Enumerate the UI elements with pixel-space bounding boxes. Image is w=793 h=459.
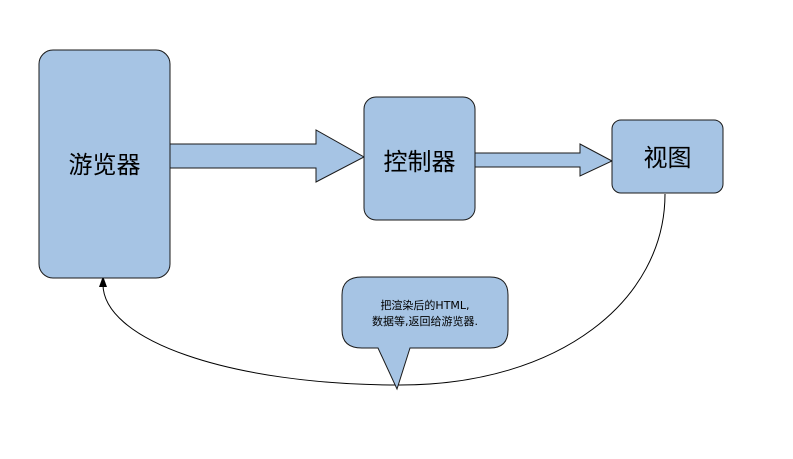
callout-text-line1: 把渲染后的HTML, <box>380 298 469 312</box>
callout-bubble-shape <box>341 276 509 391</box>
callout-bubble: 把渲染后的HTML, 数据等,返回给游览器. <box>341 276 509 391</box>
node-view: 视图 <box>611 119 724 194</box>
return-arrowhead <box>99 276 107 287</box>
node-browser-label: 游览器 <box>69 151 141 179</box>
node-view-label: 视图 <box>644 144 692 172</box>
arrow-controller-to-view <box>474 143 614 177</box>
return-flow-connector <box>102 193 666 386</box>
callout-text-line2: 数据等,返回给游览器. <box>372 314 478 328</box>
node-browser: 游览器 <box>38 49 171 279</box>
node-controller-label: 控制器 <box>384 148 456 176</box>
node-view-box <box>611 119 724 194</box>
node-controller: 控制器 <box>363 96 476 221</box>
arrow-browser-to-controller <box>169 129 366 183</box>
